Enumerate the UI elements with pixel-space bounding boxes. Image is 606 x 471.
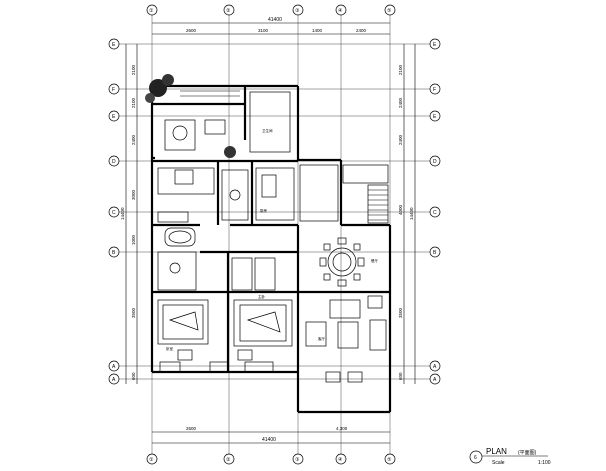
dim-right-4: 4000 xyxy=(398,204,403,215)
grid-row-label: E xyxy=(433,114,437,120)
grid-row-label: F xyxy=(433,87,436,93)
grid-col-label: ① xyxy=(149,8,154,14)
grid-row-label: C xyxy=(112,210,116,216)
dim-top-4: 2400 xyxy=(356,28,367,33)
dim-top-1: 2600 xyxy=(186,28,197,33)
dim-left-2: 2100 xyxy=(131,97,136,108)
grid-col-label: ② xyxy=(226,457,231,463)
grid-row-label: E xyxy=(112,42,116,48)
grid-col-label: ⑤ xyxy=(387,457,392,463)
dim-left-5: 1000 xyxy=(131,234,136,245)
grid-row-label: E xyxy=(433,42,437,48)
terrace-furniture: 卫生间 xyxy=(164,90,291,153)
bathtub-icon xyxy=(157,227,197,291)
grid-col-label: ④ xyxy=(338,457,343,463)
dim-left-6: 3500 xyxy=(131,307,136,318)
grid-bubbles-top: ① ② ③ ④ ⑤ xyxy=(146,4,396,16)
dim-bottom-2: 4,300 xyxy=(336,426,348,431)
room-label-4: 主卧 xyxy=(258,294,266,299)
dim-top-overall: 41400 xyxy=(268,17,282,23)
dim-right-2: 2400 xyxy=(398,97,403,108)
title-block: 6 PLAN (平面图) Scale 1:100 xyxy=(469,447,551,466)
plant-icon xyxy=(145,74,236,158)
bathroom-furniture: 厨房 xyxy=(157,164,339,223)
master-bedroom-furniture: 主卧 xyxy=(231,257,293,373)
grid-row-label: A xyxy=(112,377,116,383)
dim-left-3: 2400 xyxy=(131,134,136,145)
dim-left-4: 3000 xyxy=(131,189,136,200)
grid-row-label: A xyxy=(433,364,437,370)
grid-row-label: C xyxy=(433,210,437,216)
dim-left-total: 14400 xyxy=(120,207,125,220)
grid-row-label: D xyxy=(112,159,116,165)
dimension-bottom: 2600 4,300 41400 xyxy=(152,426,390,444)
grid-bubbles-bottom: ① ② ③ ④ ⑤ xyxy=(146,453,396,465)
dim-right-3: 2400 xyxy=(398,134,403,145)
grid-row-label: F xyxy=(112,87,115,93)
dim-top-2: 3100 xyxy=(258,28,269,33)
grid-row-label: B xyxy=(112,250,116,256)
dim-bottom-overall: 41400 xyxy=(262,437,276,443)
plan-subtitle: (平面图) xyxy=(518,450,537,456)
grid-row-label: E xyxy=(112,114,116,120)
dim-bottom-1: 2600 xyxy=(186,426,197,431)
dim-right-5: 3500 xyxy=(398,307,403,318)
grid-col-label: ④ xyxy=(338,8,343,14)
grid-row-label: D xyxy=(433,159,437,165)
room-label-6: 客厅 xyxy=(318,336,326,341)
dim-left-7: 600 xyxy=(131,372,136,380)
grid-row-label: B xyxy=(433,250,437,256)
bedroom-furniture: 卧室 xyxy=(157,299,229,373)
grid-bubbles-left: E F E D C B A A xyxy=(108,38,120,385)
dim-left-1: 2100 xyxy=(131,64,136,75)
grid-col-label: ① xyxy=(149,457,154,463)
dim-top-3: 1400 xyxy=(312,28,323,33)
grid-bubbles-right: E F E D C B A A xyxy=(429,38,441,385)
room-label-1: 卫生间 xyxy=(262,128,273,133)
scale-label: Scale xyxy=(492,460,505,466)
room-label-2: 厨房 xyxy=(260,208,268,213)
room-label-5: 餐厅 xyxy=(371,258,379,263)
plan-title: PLAN xyxy=(486,447,507,456)
dim-right-6: 600 xyxy=(398,372,403,380)
grid-row-label: A xyxy=(112,364,116,370)
dim-right-1: 2100 xyxy=(398,64,403,75)
dining-table-icon: 餐厅 xyxy=(319,237,379,287)
grid-col-label: ③ xyxy=(295,8,300,14)
grid-col-label: ② xyxy=(226,8,231,14)
staircase xyxy=(342,164,389,224)
title-marker: 6 xyxy=(474,455,477,461)
room-label-3: 卧室 xyxy=(166,346,173,351)
dimension-top: 41400 2600 3100 1400 2400 xyxy=(152,17,390,35)
dimension-left: 2100 2100 2400 3000 1000 3500 600 14400 xyxy=(120,44,138,384)
dimension-right: 2100 2400 2400 4000 3500 600 14400 xyxy=(398,44,416,384)
grid-col-label: ⑤ xyxy=(387,8,392,14)
grid-col-label: ③ xyxy=(295,457,300,463)
dim-right-total: 14400 xyxy=(409,207,414,220)
living-room-furniture: 客厅 xyxy=(305,295,387,383)
grid-row-label: A xyxy=(433,377,437,383)
scale-value: 1:100 xyxy=(538,460,551,466)
walls xyxy=(150,84,392,414)
